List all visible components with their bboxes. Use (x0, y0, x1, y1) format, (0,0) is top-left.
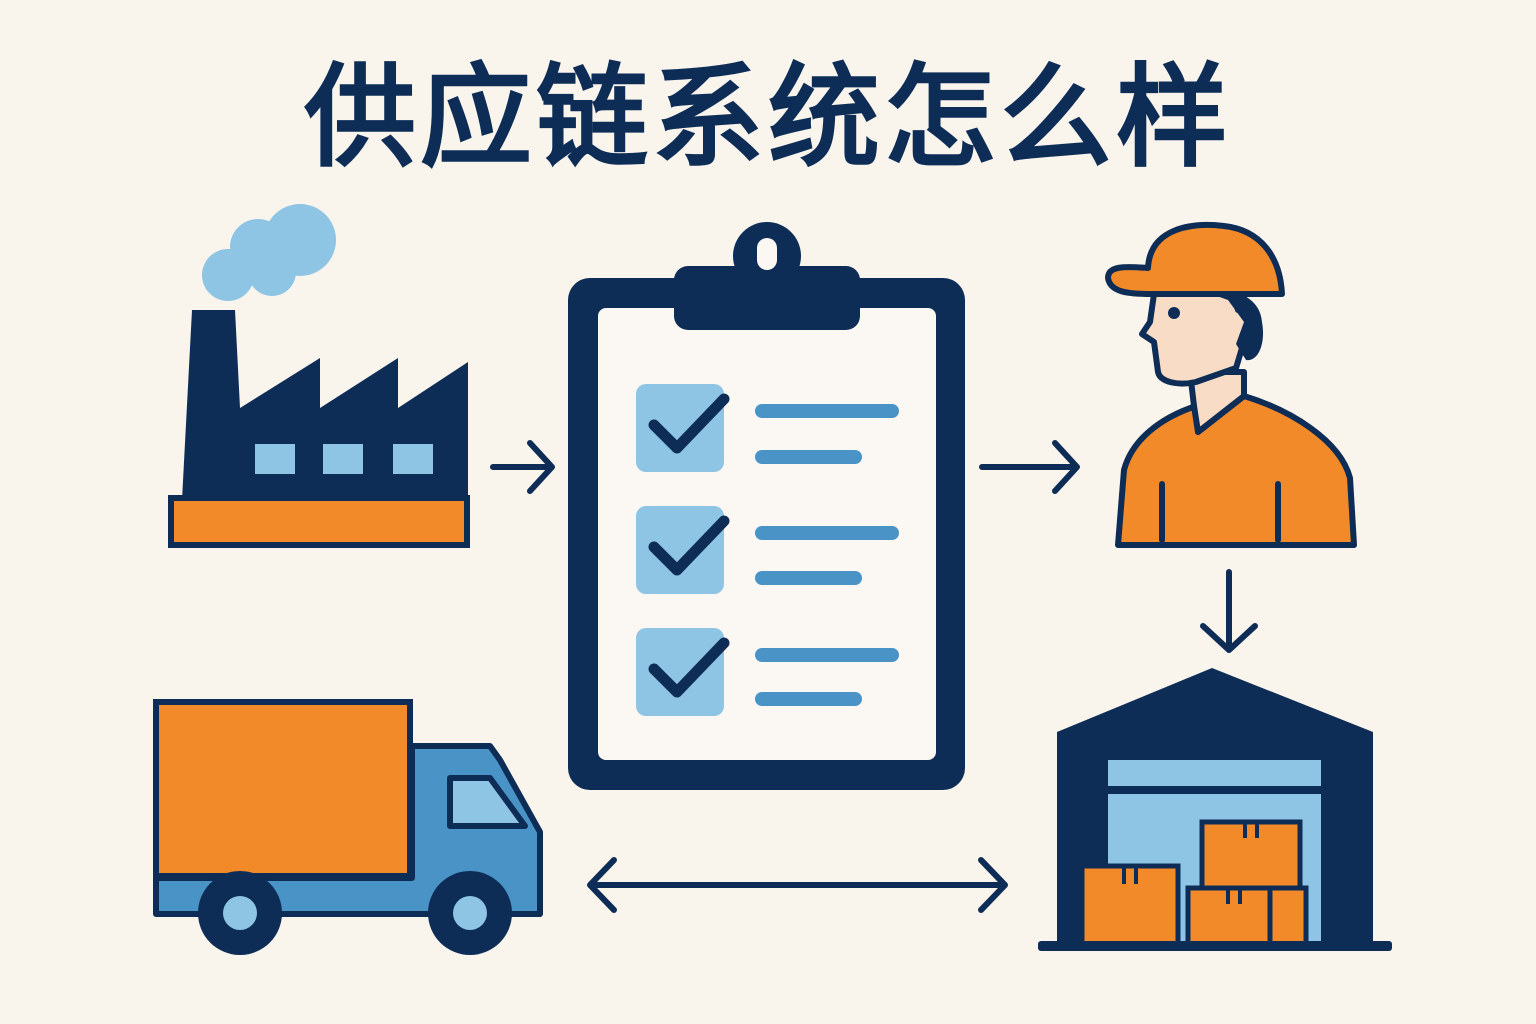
checkbox (636, 384, 724, 472)
truck-hubcap (223, 896, 257, 930)
checklist-item (636, 506, 899, 594)
worker-icon (1105, 221, 1357, 548)
truck-icon (153, 699, 543, 955)
arrow-truck-warehouse-bidirectional (587, 857, 1008, 913)
page-title: 供应链系统怎么样 (304, 53, 1232, 183)
cap-icon (1105, 221, 1285, 297)
factory-icon (168, 204, 470, 548)
factory-base (168, 495, 470, 548)
clipboard-checklist-icon (568, 222, 965, 790)
worker-eye (1168, 307, 1180, 319)
clipboard-clip-hole (757, 238, 777, 270)
factory-window (255, 444, 295, 474)
truck-hubcap (453, 896, 487, 930)
warehouse-icon (1038, 668, 1392, 951)
arrow-factory-to-checklist (490, 440, 555, 494)
worker-shirt (1115, 393, 1357, 548)
factory-window (393, 444, 433, 474)
arrow-checklist-to-worker (979, 440, 1080, 494)
worker-hair (1200, 289, 1264, 361)
checkmark-icon (648, 515, 730, 576)
ground-line (1038, 941, 1392, 951)
truck-cargo-box (153, 699, 413, 879)
checkbox (636, 628, 724, 716)
factory-window (323, 444, 363, 474)
truck-window (447, 775, 528, 829)
checklist-item (636, 384, 899, 472)
worker-neck (1187, 369, 1247, 435)
arrow-worker-to-warehouse (1200, 569, 1258, 653)
checkbox (636, 506, 724, 594)
checklist-item (636, 628, 899, 716)
checkmark-icon (648, 637, 730, 698)
warehouse-door-frame (1108, 760, 1321, 786)
smoke-cloud (202, 204, 336, 301)
clipboard-clip (674, 266, 860, 330)
checkmark-icon (648, 393, 730, 454)
